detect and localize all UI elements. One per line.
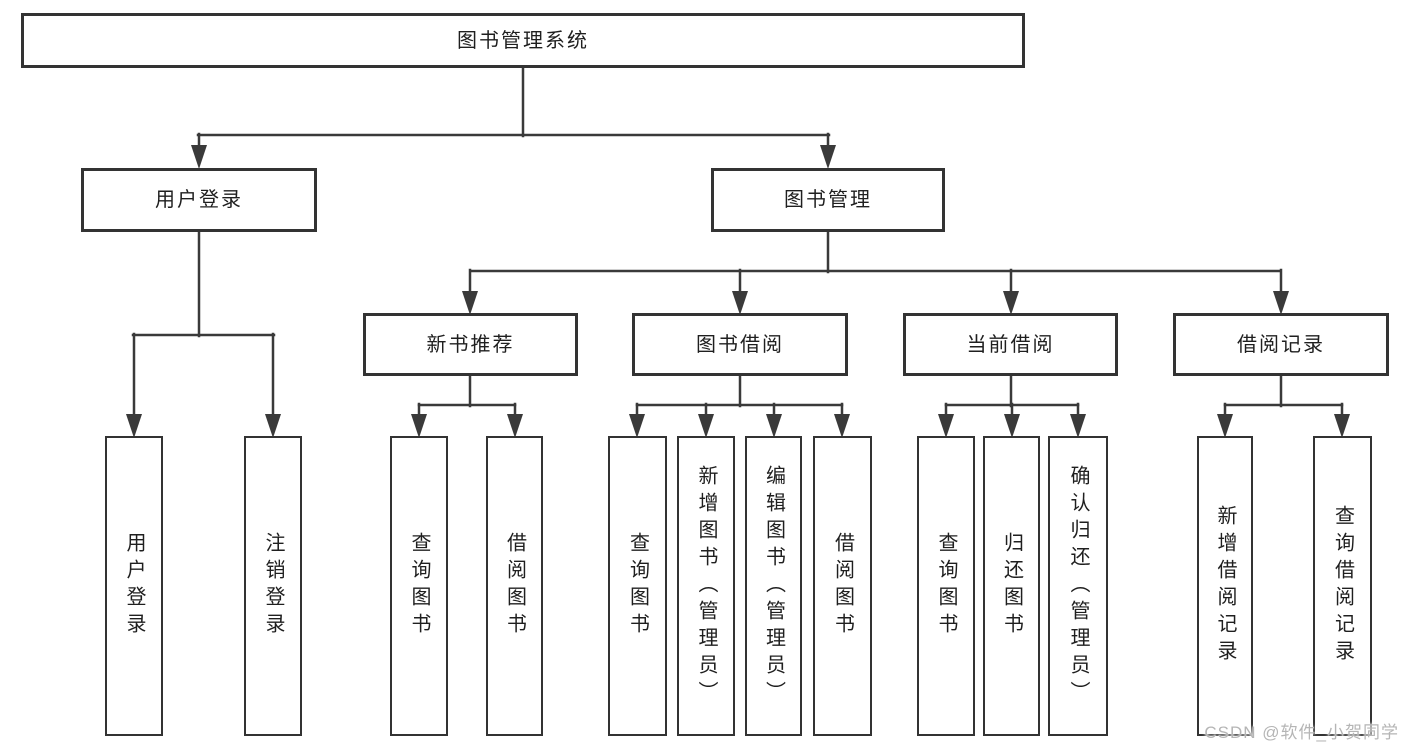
arrowhead: [1273, 291, 1289, 315]
node-edit-book-admin: 编辑图书（管理员）: [745, 436, 802, 736]
arrowhead: [191, 145, 207, 169]
node-root-library-management-system: 图书管理系统: [21, 13, 1025, 68]
arrowhead: [411, 414, 427, 438]
arrowhead: [265, 414, 281, 438]
node-return-book: 归还图书: [983, 436, 1040, 736]
node-add-book-admin: 新增图书（管理员）: [677, 436, 735, 736]
node-user-login-module: 用户登录: [81, 168, 317, 232]
arrowhead: [1004, 414, 1020, 438]
csdn-watermark: CSDN @软件_小贺同学: [1204, 723, 1399, 742]
node-query-borrow-record: 查询借阅记录: [1313, 436, 1372, 736]
node-add-borrow-record: 新增借阅记录: [1197, 436, 1253, 736]
node-logout: 注销登录: [244, 436, 302, 736]
arrowhead: [834, 414, 850, 438]
arrowhead: [126, 414, 142, 438]
arrowhead: [462, 291, 478, 315]
node-query-books-recommend: 查询图书: [390, 436, 448, 736]
node-book-management-module: 图书管理: [711, 168, 945, 232]
arrowhead: [1334, 414, 1350, 438]
arrowhead: [938, 414, 954, 438]
node-confirm-return-admin: 确认归还（管理员）: [1048, 436, 1108, 736]
arrowheads: [126, 145, 1350, 438]
node-borrowing-records: 借阅记录: [1173, 313, 1389, 376]
arrowhead: [766, 414, 782, 438]
arrowhead: [629, 414, 645, 438]
node-borrow-books: 借阅图书: [813, 436, 872, 736]
connector-paths: [131, 64, 1344, 422]
arrowhead: [507, 414, 523, 438]
node-query-books-borrowing: 查询图书: [608, 436, 667, 736]
arrowhead: [1003, 291, 1019, 315]
node-query-books-current: 查询图书: [917, 436, 975, 736]
arrowhead: [1217, 414, 1233, 438]
node-current-borrowing: 当前借阅: [903, 313, 1118, 376]
node-borrow-books-recommend: 借阅图书: [486, 436, 543, 736]
node-book-borrowing: 图书借阅: [632, 313, 848, 376]
node-new-book-recommendation: 新书推荐: [363, 313, 578, 376]
node-user-login: 用户登录: [105, 436, 163, 736]
arrowhead: [820, 145, 836, 169]
arrowhead: [1070, 414, 1086, 438]
arrowhead: [698, 414, 714, 438]
arrowhead: [732, 291, 748, 315]
